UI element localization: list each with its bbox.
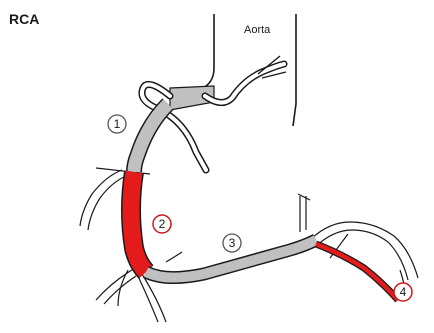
- aorta-right-wall: [293, 14, 296, 126]
- svg-text:2: 2: [159, 217, 166, 231]
- sinus-node-branch: [205, 56, 286, 103]
- segment-marker-1: 1: [108, 115, 126, 133]
- segment-marker-2: 2: [153, 215, 171, 233]
- svg-text:1: 1: [114, 117, 121, 131]
- aorta-label: Aorta: [244, 24, 271, 36]
- svg-text:3: 3: [229, 236, 236, 250]
- svg-text:4: 4: [400, 285, 407, 299]
- diagram-title: RCA: [9, 11, 39, 27]
- rca-main: [131, 104, 398, 300]
- segment-marker-3: 3: [223, 234, 241, 252]
- aorta-left-wall: [196, 14, 214, 92]
- segment-4-vessel: [316, 244, 398, 300]
- segment-marker-4: 4: [394, 283, 412, 301]
